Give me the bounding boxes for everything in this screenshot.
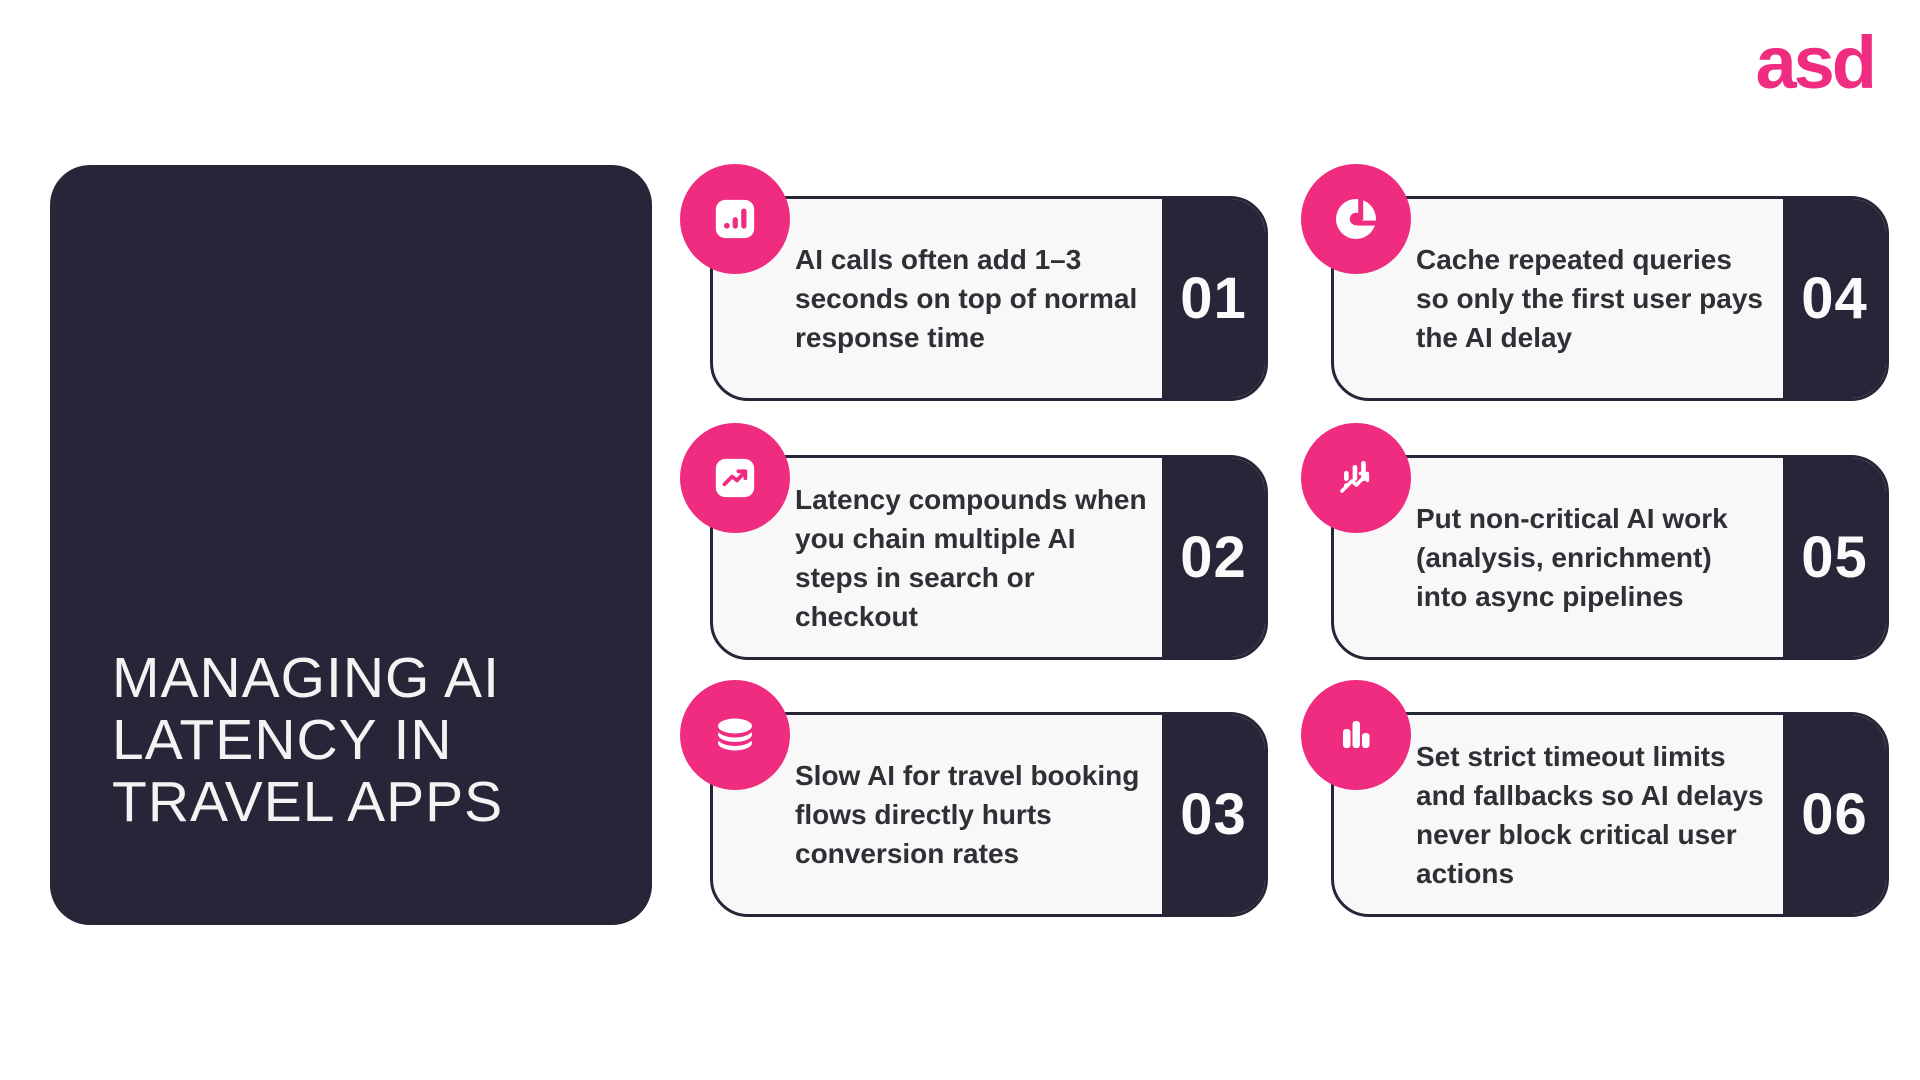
card-06-body: Set strict timeout limits and fallbacks … — [1334, 715, 1783, 914]
card-number-badge: 04 — [1783, 199, 1886, 398]
card-04: Cache repeated queries so only the first… — [1301, 164, 1889, 401]
card-text: Cache repeated queries so only the first… — [1416, 244, 1763, 353]
trend-up-square-icon — [680, 423, 790, 533]
card-03-body: Slow AI for travel booking flows directl… — [713, 715, 1162, 914]
card-number-badge: 02 — [1162, 458, 1265, 657]
title-panel: MANAGING AI LATENCY IN TRAVEL APPS — [50, 165, 652, 925]
card-05-surface: Put non-critical AI work (analysis, enri… — [1331, 455, 1889, 660]
card-text: Latency compounds when you chain multipl… — [795, 483, 1147, 632]
card-02: Latency compounds when you chain multipl… — [680, 423, 1268, 660]
card-text: Slow AI for travel booking flows directl… — [795, 760, 1140, 869]
card-02-surface: Latency compounds when you chain multipl… — [710, 455, 1268, 660]
card-number-badge: 01 — [1162, 199, 1265, 398]
card-01-body: AI calls often add 1–3 seconds on top of… — [713, 199, 1162, 398]
card-06-surface: Set strict timeout limits and fallbacks … — [1331, 712, 1889, 917]
card-number-badge: 03 — [1162, 715, 1265, 914]
card-03: Slow AI for travel booking flows directl… — [680, 680, 1268, 917]
card-number-badge: 05 — [1783, 458, 1886, 657]
card-05-body: Put non-critical AI work (analysis, enri… — [1334, 458, 1783, 657]
chart-bars-arrow-icon — [1301, 423, 1411, 533]
brand-logo: asd — [1755, 21, 1877, 104]
bar-chart-square-icon — [680, 164, 790, 274]
card-01: AI calls often add 1–3 seconds on top of… — [680, 164, 1268, 401]
database-icon — [680, 680, 790, 790]
donut-chart-icon — [1301, 164, 1411, 274]
card-text: Put non-critical AI work (analysis, enri… — [1416, 503, 1728, 612]
card-text: AI calls often add 1–3 seconds on top of… — [795, 244, 1138, 353]
card-02-body: Latency compounds when you chain multipl… — [713, 458, 1162, 657]
card-text: Set strict timeout limits and fallbacks … — [1416, 740, 1764, 889]
bar-chart-icon — [1301, 680, 1411, 790]
card-01-surface: AI calls often add 1–3 seconds on top of… — [710, 196, 1268, 401]
card-06: Set strict timeout limits and fallbacks … — [1301, 680, 1889, 917]
card-03-surface: Slow AI for travel booking flows directl… — [710, 712, 1268, 917]
card-number-badge: 06 — [1783, 715, 1886, 914]
page-title: MANAGING AI LATENCY IN TRAVEL APPS — [112, 646, 504, 834]
card-04-surface: Cache repeated queries so only the first… — [1331, 196, 1889, 401]
card-05: Put non-critical AI work (analysis, enri… — [1301, 423, 1889, 660]
card-04-body: Cache repeated queries so only the first… — [1334, 199, 1783, 398]
